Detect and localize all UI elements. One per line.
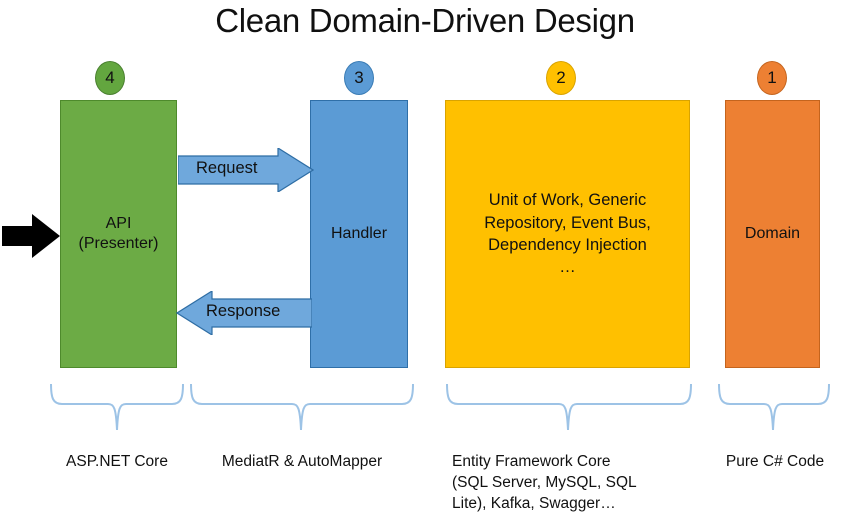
caption-entity-framework-core: Entity Framework Core (SQL Server, MySQL… bbox=[452, 453, 637, 512]
badge-3-label: 3 bbox=[354, 68, 364, 87]
layer-handler[interactable]: Handler bbox=[310, 100, 408, 368]
response-arrow-label: Response bbox=[206, 302, 281, 320]
badge-2: 2 bbox=[546, 61, 576, 95]
layer-api-presenter[interactable]: API (Presenter) bbox=[60, 100, 177, 368]
response-arrow bbox=[176, 291, 312, 335]
layer-domain-label: Domain bbox=[744, 224, 801, 242]
brace-asp-net-core bbox=[48, 384, 186, 432]
request-arrow bbox=[178, 148, 314, 192]
caption-pure-csharp-code: Pure C# Code bbox=[725, 453, 825, 470]
layer-handler-label: Handler bbox=[330, 224, 388, 242]
badge-4-label: 4 bbox=[105, 68, 115, 87]
badge-1-label: 1 bbox=[767, 68, 777, 87]
layer-domain[interactable]: Domain bbox=[725, 100, 820, 368]
layer-api-presenter-label: API (Presenter) bbox=[78, 214, 159, 252]
page-title: Clean Domain-Driven Design bbox=[215, 2, 635, 39]
brace-pure-csharp-code bbox=[716, 384, 832, 432]
badge-1: 1 bbox=[757, 61, 787, 95]
inbound-request-arrow bbox=[2, 212, 62, 267]
brace-entity-framework-core bbox=[444, 384, 694, 432]
caption-mediatr-automapper: MediatR & AutoMapper bbox=[221, 453, 383, 470]
layer-infrastructure[interactable]: Unit of Work, Generic Repository, Event … bbox=[445, 100, 690, 368]
badge-4: 4 bbox=[95, 61, 125, 95]
badge-2-label: 2 bbox=[556, 68, 566, 87]
caption-asp-net-core: ASP.NET Core bbox=[66, 453, 168, 470]
request-arrow-label: Request bbox=[196, 159, 258, 177]
brace-mediatr-automapper bbox=[188, 384, 416, 432]
layer-infrastructure-label: Unit of Work, Generic Repository, Event … bbox=[484, 191, 651, 277]
badge-3: 3 bbox=[344, 61, 374, 95]
